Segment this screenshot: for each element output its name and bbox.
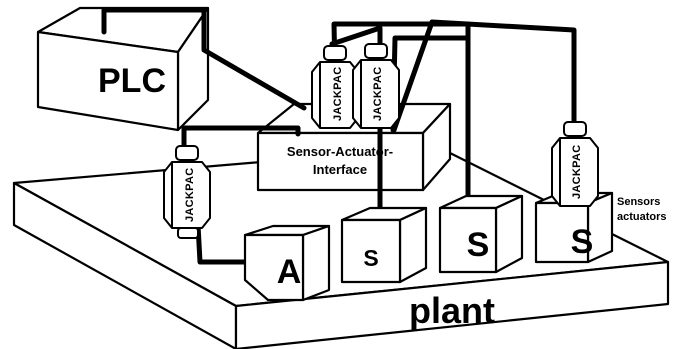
jackpac-right-body <box>551 137 599 207</box>
jackpac-connector-center-1 <box>311 45 359 129</box>
sensor-s1-label: S <box>363 245 378 271</box>
plc-label: PLC <box>98 62 166 100</box>
jackpac-right-label: JACKPAC <box>571 145 583 199</box>
jackpac-left-body <box>163 161 211 229</box>
jackpac-center-2-label: JACKPAC <box>372 67 384 121</box>
jackpac-c2-cap-top <box>364 43 388 59</box>
jackpac-left-label: JACKPAC <box>184 168 196 222</box>
cable-left-jackpac-interface <box>181 125 301 158</box>
interface-front-face <box>256 131 425 192</box>
actuator-box-a <box>243 224 331 302</box>
sensor-s2-front-face <box>438 206 498 274</box>
plant-label: plant <box>409 290 495 331</box>
sensor-s1-front-face <box>340 218 402 284</box>
actuator-a-label: A <box>277 253 302 291</box>
jackpac-c2-body <box>352 59 400 129</box>
sensor-box-s1 <box>340 206 428 284</box>
cable-jackpac2-right-jackpac <box>391 19 577 133</box>
plant-left-face <box>12 181 238 349</box>
jackpac-connector-left <box>163 145 211 239</box>
jackpac-c1-body <box>311 61 359 129</box>
legend-line2: actuators <box>617 211 667 223</box>
interface-label-line2: Interface <box>313 162 367 177</box>
sensor-s3-front-face <box>534 201 590 264</box>
sensor-s1-side-face <box>398 206 428 284</box>
plc-box <box>36 6 210 132</box>
jackpac-connector-right <box>551 121 599 207</box>
interface-label-line1: Sensor-Actuator- <box>287 144 393 159</box>
cable-plc-interface <box>101 7 307 111</box>
legend-line1: Sensors <box>617 196 660 208</box>
actuator-a-side-face <box>301 224 331 302</box>
jackpac-left-cap-top <box>175 145 199 161</box>
jackpac-connector-center-2 <box>352 43 400 129</box>
sensor-s2-side-face <box>494 194 524 274</box>
jackpac-right-cap-top <box>563 121 587 137</box>
sensor-s3-label: S <box>571 223 594 261</box>
jackpac-center-1-label: JACKPAC <box>332 67 344 121</box>
sensor-s2-label: S <box>467 226 490 264</box>
plc-front-face <box>36 30 180 132</box>
plant-front-face <box>234 260 670 349</box>
actuator-a-front-face <box>243 233 305 302</box>
jackpac-left-cap-bottom <box>177 227 199 239</box>
sensor-box-s2 <box>438 194 524 274</box>
jackpac-c1-cap-top <box>323 45 347 61</box>
